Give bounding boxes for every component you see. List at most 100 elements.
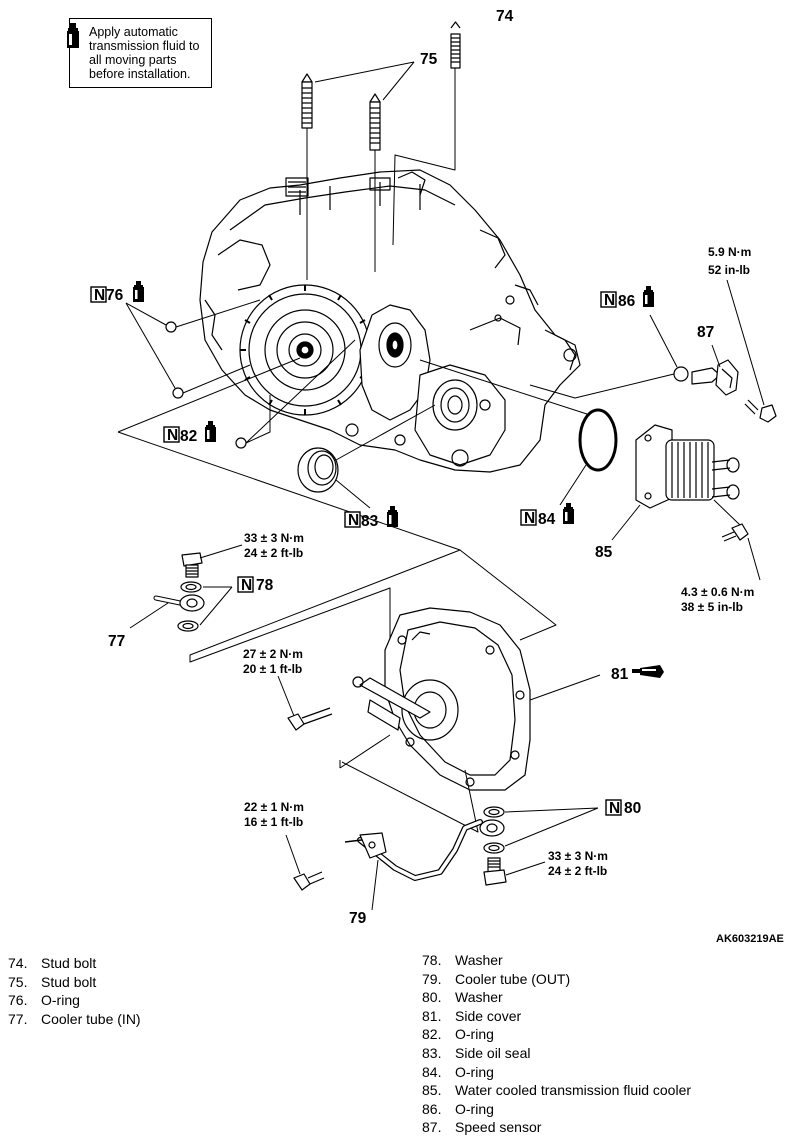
- speed-sensor-87: [691, 359, 739, 396]
- legend-item-number: 87.: [422, 1119, 442, 1136]
- legend-item-number: 77.: [8, 1010, 28, 1027]
- legend-item-number: 79.: [422, 970, 442, 987]
- fluid-bottle-icon: [387, 506, 398, 527]
- legend-item-number: 80.: [422, 989, 442, 1006]
- legend-item-name: Water cooled transmission fluid cooler: [455, 1082, 692, 1099]
- new-part-mark-86: N: [604, 292, 615, 309]
- legend-item: 77.Cooler tube (IN): [8, 1010, 141, 1029]
- washer-80a: [483, 806, 505, 818]
- torque-77-ftlb: 24 ± 2 ft-lb: [244, 546, 303, 560]
- legend-item-name: Side cover: [455, 1007, 522, 1024]
- figure-id: AK603219AE: [716, 933, 784, 945]
- torque-81-ftlb: 20 ± 1 ft-lb: [243, 662, 302, 676]
- transmission-case: [199, 169, 581, 473]
- legend-item: 80. Washer: [422, 988, 691, 1007]
- legend-item-number: 76.: [8, 992, 28, 1009]
- legend-item-number: 78.: [422, 952, 442, 968]
- o-ring-86: [673, 366, 689, 382]
- cover-bolt: [287, 707, 333, 731]
- callout-87: 87: [697, 324, 714, 341]
- legend-item: 75. Stud bolt: [8, 973, 141, 992]
- stud-bolt-75a: [301, 73, 313, 129]
- legend-item-name: Stud bolt: [41, 955, 97, 971]
- torque-80-nm: 33 ± 3 N·m: [548, 849, 608, 863]
- washer-80b: [483, 842, 505, 854]
- cooler-tube-in-77: [153, 594, 205, 612]
- legend-item-name: O-ring: [455, 1100, 494, 1117]
- torque-87-inlb: 52 in-lb: [708, 263, 750, 277]
- legend-item: 85. Water cooled transmission fluid coole…: [422, 1081, 691, 1100]
- cooler-tube-out-79: [344, 819, 505, 881]
- legend-item-number: 83.: [422, 1044, 442, 1061]
- side-oil-seal-83: [297, 447, 339, 493]
- legend-item-number: 74.: [8, 955, 28, 971]
- callout-78: 78: [256, 577, 274, 594]
- legend-item: 76. O-ring: [8, 991, 141, 1010]
- exploded-view-diagram: 74 75 76 77 78 79 80 81 82 83 84 85 86 8…: [90, 8, 777, 927]
- torque-85-nm: 4.3 ± 0.6 N·m: [681, 585, 754, 599]
- fluid-bottle-icon: [67, 23, 79, 48]
- callout-86: 86: [618, 293, 636, 310]
- torque-77-nm: 33 ± 3 N·m: [244, 531, 304, 545]
- new-part-mark-80: N: [609, 800, 620, 817]
- callout-82: 82: [180, 428, 197, 445]
- legend-item: 87.Speed sensor: [422, 1118, 691, 1137]
- fluid-bottle-icon: [133, 281, 144, 302]
- legend-item-name: Washer: [455, 989, 503, 1006]
- torque-79-ftlb: 16 ± 1 ft-lb: [244, 815, 303, 829]
- stud-bolt-75b: [369, 93, 381, 151]
- callout-80: 80: [624, 800, 641, 817]
- callout-76: 76: [106, 287, 124, 304]
- torque-79-nm: 22 ± 1 N·m: [244, 800, 304, 814]
- legend-item: 82.O-ring: [422, 1025, 691, 1044]
- fluid-bottle-icon: [205, 421, 216, 442]
- legend-item-number: 75.: [8, 973, 28, 990]
- callout-74: 74: [496, 8, 514, 25]
- callout-75: 75: [420, 51, 438, 68]
- torque-80-ftlb: 24 ± 2 ft-lb: [548, 864, 607, 878]
- legend-item-number: 85.: [422, 1082, 442, 1099]
- legend-item-name: Side oil seal: [455, 1044, 531, 1061]
- legend-item: 83. Side oil seal: [422, 1044, 691, 1063]
- tube-clamp-bolt: [293, 871, 325, 891]
- legend-item: 79.Cooler tube (OUT): [422, 970, 691, 989]
- fluid-cooler-85: [635, 424, 740, 509]
- fluid-bottle-icon: [563, 503, 574, 524]
- legend-item: 81. Side cover: [422, 1007, 691, 1026]
- torque-85-inlb: 38 ± 5 in-lb: [681, 600, 743, 614]
- legend-item: 84.O-ring: [422, 1063, 691, 1082]
- new-part-marks: N N N N N N N: [90, 281, 654, 817]
- o-ring-76a: [165, 321, 177, 333]
- cooler-bolt: [721, 523, 749, 542]
- new-part-mark-83: N: [348, 512, 359, 529]
- legend-item-name: Stud bolt: [41, 973, 97, 990]
- speed-sensor-bolt: [744, 399, 777, 423]
- legend-item: 74. Stud bolt: [8, 954, 141, 973]
- fluid-bottle-icon: [643, 286, 654, 307]
- legend-item-number: 81.: [422, 1007, 442, 1024]
- stud-bolt-74: [450, 21, 461, 69]
- legend-item-number: 86.: [422, 1100, 442, 1117]
- new-part-mark-76: N: [94, 287, 105, 304]
- side-cover-81: [352, 607, 531, 791]
- callout-79: 79: [349, 910, 367, 927]
- washer-78b: [177, 620, 199, 632]
- new-part-mark-78: N: [241, 577, 252, 594]
- new-part-mark-84: N: [524, 510, 535, 527]
- note-text: Apply automatic transmission fluid to al…: [89, 25, 200, 81]
- torque-81-nm: 27 ± 2 N·m: [243, 647, 303, 661]
- union-bolt-77: [181, 552, 203, 578]
- legend-item-name: Washer: [455, 952, 503, 968]
- new-part-mark-82: N: [167, 427, 178, 444]
- legend-item-name: O-ring: [41, 992, 80, 1009]
- instruction-note: Apply automatic transmission fluid to al…: [67, 18, 212, 88]
- legend-item-name: O-ring: [455, 1026, 494, 1043]
- legend-item: 86. O-ring: [422, 1100, 691, 1119]
- torque-87-nm: 5.9 N·m: [708, 245, 751, 259]
- washer-78a: [180, 581, 202, 593]
- callout-84: 84: [538, 511, 556, 528]
- legend-item: 78. Washer: [422, 951, 691, 970]
- legend-item-number: 84.: [422, 1063, 442, 1080]
